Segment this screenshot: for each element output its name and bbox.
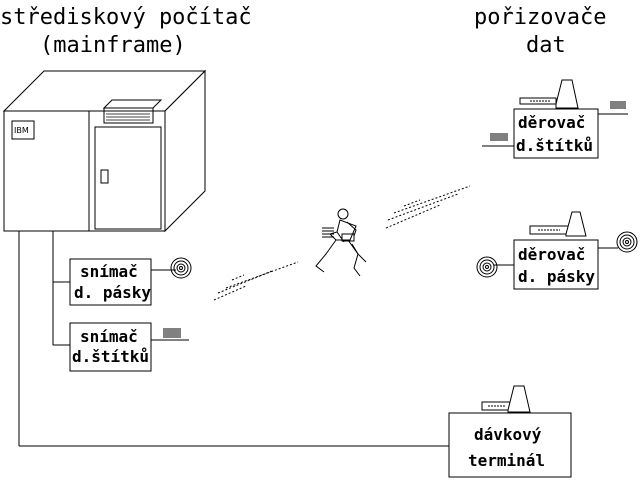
ibm-logo: IBM: [14, 126, 29, 135]
courier-person-icon: [315, 208, 367, 277]
tape-punch-box: děrovač d. pásky: [513, 239, 599, 290]
connection-lines: [18, 231, 449, 447]
keyboard-icon: [481, 385, 531, 413]
entry-title-line1: pořizovače: [474, 5, 606, 30]
tape-punch-label-line2: d. pásky: [518, 267, 595, 286]
tape-reel-icon: [476, 231, 638, 278]
tape-reader-label-line2: d. pásky: [74, 283, 151, 302]
tape-reader-box: snímač d. pásky: [69, 258, 152, 306]
card-punch-box: děrovač d.štítků: [513, 108, 599, 159]
card-punch-label-line1: děrovač: [518, 113, 585, 132]
card-punch-label-line2: d.štítků: [516, 136, 593, 155]
mainframe-title-line1: střediskový počítač: [0, 5, 252, 30]
batch-terminal-label-line2: terminál: [468, 451, 545, 470]
batch-terminal-box: dávkový terminál: [448, 412, 572, 478]
tape-reel-icon: [151, 257, 192, 279]
card-reader-label-line1: snímač: [80, 327, 138, 346]
tape-punch-label-line1: děrovač: [518, 245, 585, 264]
batch-terminal-label-line1: dávkový: [474, 425, 542, 444]
keyboard-icon: [529, 211, 587, 237]
entry-title-line2: dat: [526, 33, 566, 58]
card-stack-icon: [482, 101, 628, 147]
card-reader-box: snímač d.štítků: [69, 322, 152, 372]
motion-dashes-right: [385, 185, 471, 229]
mainframe-title-line2: (mainframe): [40, 33, 186, 58]
mainframe-cabinet: [2, 69, 207, 233]
keyboard-icon: [519, 79, 579, 109]
motion-dashes-left: [213, 261, 299, 301]
tape-reader-label-line1: snímač: [80, 262, 138, 281]
card-stack-icon: [151, 328, 189, 341]
card-reader-label-line2: d.štítků: [72, 347, 149, 366]
